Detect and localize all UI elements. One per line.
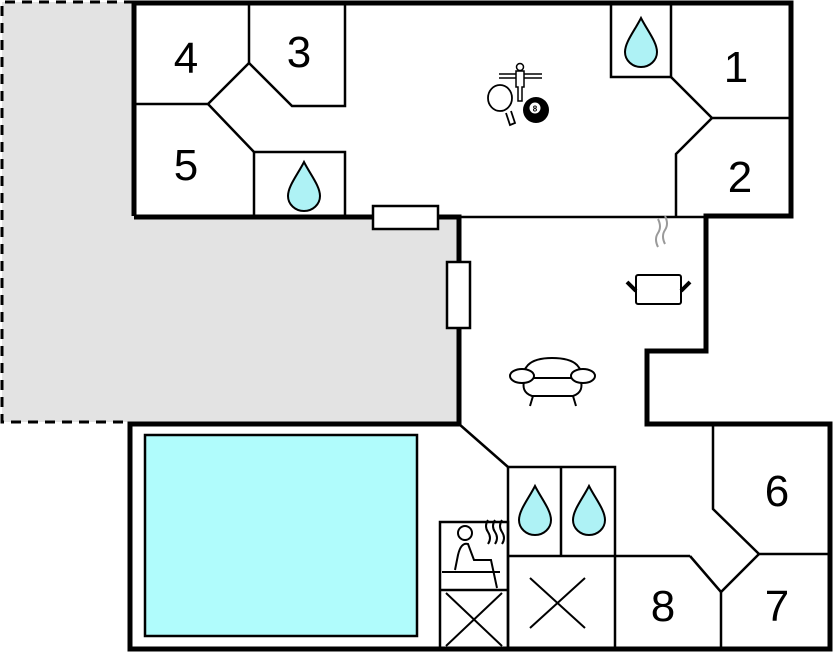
sauna-icon [442, 519, 505, 589]
window-top [371, 204, 440, 231]
window-side [445, 260, 472, 330]
billiard-8-ball-icon: 8 [523, 97, 549, 123]
water-drop-icon [572, 485, 606, 536]
room-label-3: 3 [287, 28, 311, 77]
room-label-6: 6 [765, 467, 789, 516]
pool [143, 433, 419, 638]
water-drop-icon [624, 17, 658, 68]
table-football-icon [499, 62, 542, 102]
svg-text:8: 8 [533, 105, 538, 114]
room-label-5: 5 [174, 141, 198, 190]
room-label-7: 7 [765, 582, 789, 631]
table-tennis-paddle-icon [487, 84, 517, 127]
cross-x-icon [529, 577, 586, 629]
room-label-4: 4 [174, 34, 198, 83]
water-drop-icon [518, 485, 552, 536]
room-label-8: 8 [651, 582, 675, 631]
room-label-1: 1 [724, 43, 748, 92]
exterior-walls [127, 0, 833, 652]
sofa-icon [509, 356, 596, 407]
cooking-pot-icon [625, 215, 692, 305]
cross-x-icon [445, 592, 503, 647]
room-label-2: 2 [728, 153, 752, 202]
